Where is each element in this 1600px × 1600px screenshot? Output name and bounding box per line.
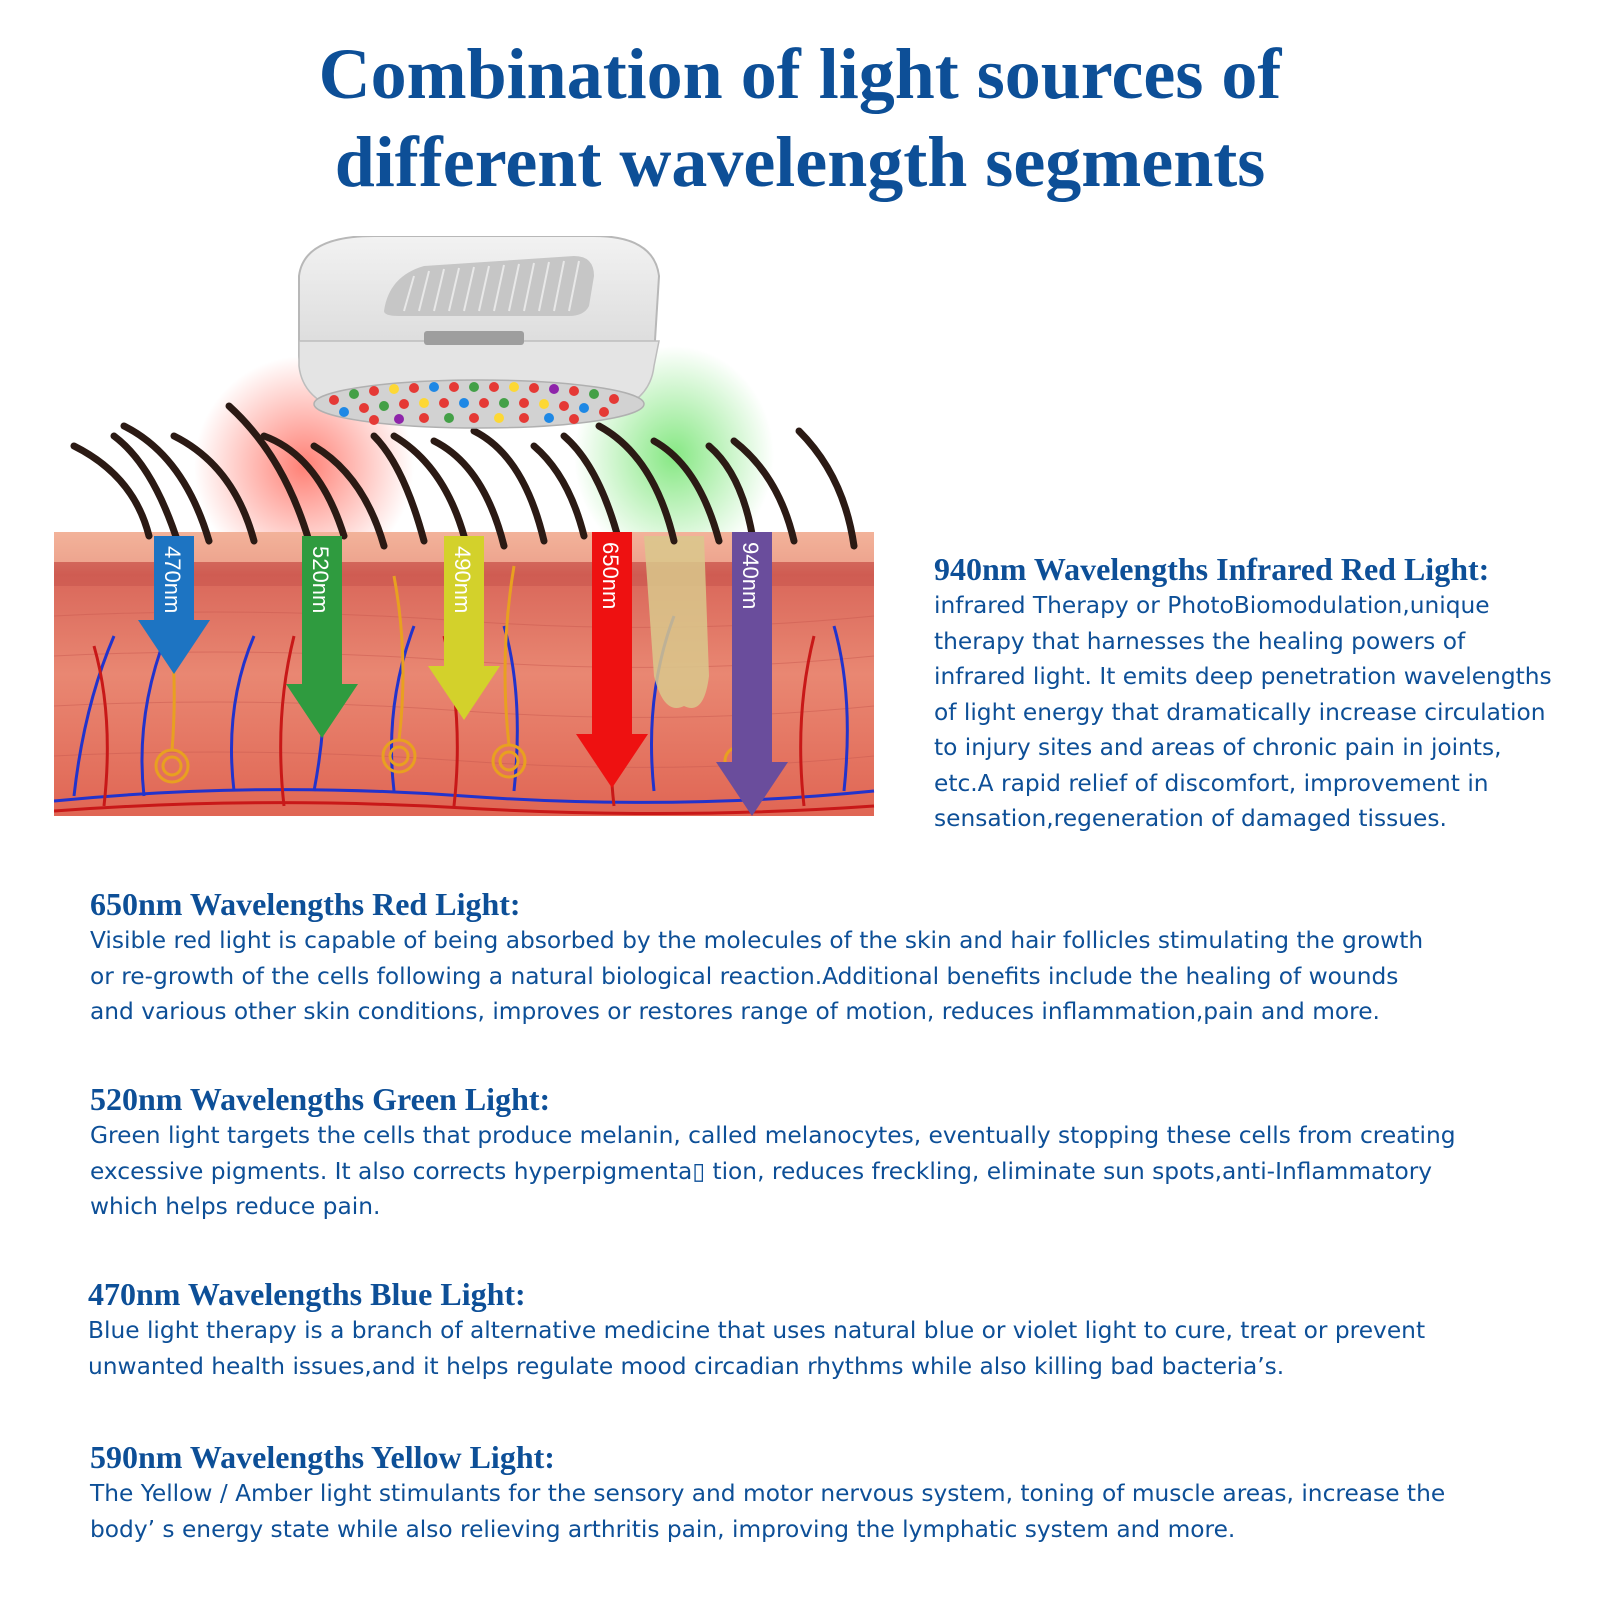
section-heading-590nm: 590nm Wavelengths Yellow Light: <box>90 1439 555 1475</box>
section-body-940nm: infrared Therapy or PhotoBiomodulation,u… <box>934 588 1574 837</box>
section-470nm-line: Blue light therapy is a branch of altern… <box>88 1317 1426 1344</box>
section-body-590nm: The Yellow / Amber light stimulants for … <box>90 1476 1590 1547</box>
section-650nm-line: and various other skin conditions, impro… <box>90 998 1380 1025</box>
section-body-650nm: Visible red light is capable of being ab… <box>90 923 1590 1030</box>
arrow-label-650nm: 650nm <box>598 542 623 610</box>
section-590nm-line: body’ s energy state while also relievin… <box>90 1515 1236 1543</box>
arrow-470nm <box>138 536 210 674</box>
arrow-650nm <box>576 532 648 788</box>
section-650nm: 650nm Wavelengths Red Light: Visible red… <box>90 885 1590 1030</box>
section-520nm-line: Green light targets the cells that produ… <box>90 1122 1456 1149</box>
section-940nm-line: infrared Therapy or PhotoBiomodulation,u… <box>934 592 1490 619</box>
section-body-470nm: Blue light therapy is a branch of altern… <box>88 1313 1588 1384</box>
section-heading-520nm: 520nm Wavelengths Green Light: <box>90 1081 551 1117</box>
arrow-520nm <box>286 536 358 738</box>
light-therapy-device <box>298 236 661 429</box>
section-940nm: 940nm Wavelengths Infrared Red Light: in… <box>934 550 1574 837</box>
arrow-label-470nm: 470nm <box>160 546 185 614</box>
section-650nm-line: or re-growth of the cells following a na… <box>90 962 1399 990</box>
arrow-label-520nm: 520nm <box>308 546 333 614</box>
arrow-490nm <box>428 536 500 720</box>
section-650nm-line: Visible red light is capable of being ab… <box>90 927 1424 954</box>
section-heading-470nm: 470nm Wavelengths Blue Light: <box>88 1276 526 1312</box>
led-array <box>329 382 619 425</box>
device-skin-illustration: 470nm 520nm 490nm 650nm 940nm <box>54 236 904 836</box>
section-590nm: 590nm Wavelengths Yellow Light: The Yell… <box>90 1438 1590 1547</box>
section-940nm-line: to injury sites and areas of chronic pai… <box>934 734 1502 761</box>
page-title-line-1: Combination of light sources of <box>318 34 1282 114</box>
section-470nm-line: unwanted health issues,and it helps regu… <box>88 1352 1285 1380</box>
section-520nm: 520nm Wavelengths Green Light: Green lig… <box>90 1080 1590 1225</box>
section-940nm-line: infrared light. It emits deep penetratio… <box>934 663 1552 690</box>
section-940nm-line: sensation,regeneration of damaged tissue… <box>934 805 1447 832</box>
arrow-label-490nm: 490nm <box>450 546 475 614</box>
section-heading-650nm: 650nm Wavelengths Red Light: <box>90 886 521 922</box>
arrow-label-940nm: 940nm <box>738 542 763 610</box>
skin-illustration-graphic <box>54 236 875 816</box>
page-title: Combination of light sources of differen… <box>0 30 1600 206</box>
section-body-520nm: Green light targets the cells that produ… <box>90 1118 1590 1225</box>
hairs <box>70 402 858 550</box>
section-590nm-line: The Yellow / Amber light stimulants for … <box>90 1480 1446 1507</box>
section-520nm-line: excessive pigments. It also corrects hyp… <box>90 1157 1433 1185</box>
section-940nm-line: therapy that harnesses the healing power… <box>934 627 1466 655</box>
section-heading-940nm: 940nm Wavelengths Infrared Red Light: <box>934 551 1490 587</box>
section-940nm-line: etc.A rapid relief of discomfort, improv… <box>934 769 1489 797</box>
section-470nm: 470nm Wavelengths Blue Light: Blue light… <box>88 1275 1588 1384</box>
section-520nm-line: which helps reduce pain. <box>90 1193 381 1220</box>
page-title-line-2: different wavelength segments <box>334 122 1266 202</box>
arrow-940nm <box>716 532 788 816</box>
wavelength-arrows <box>138 532 788 816</box>
section-940nm-line: of light energy that dramatically increa… <box>934 698 1546 726</box>
